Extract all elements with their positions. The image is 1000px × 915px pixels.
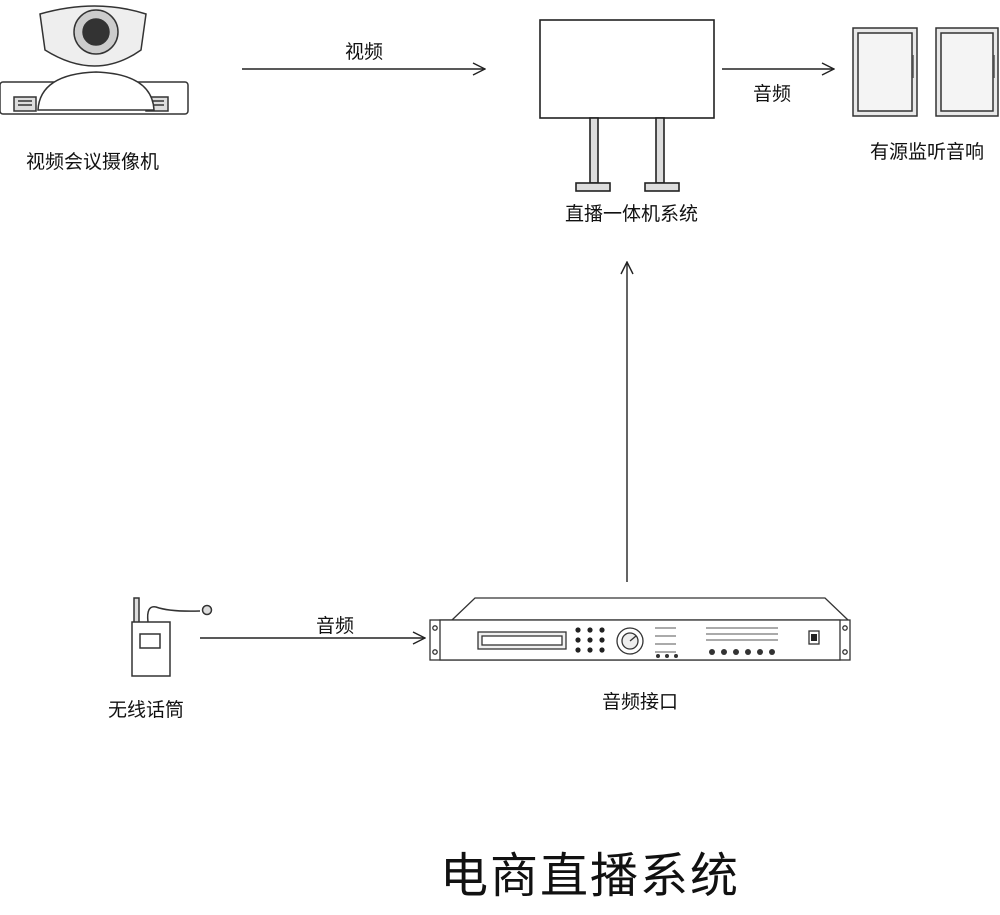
display-to-speakers-label: 音频	[753, 83, 792, 105]
microphone-label: 无线话筒	[108, 699, 185, 721]
camera-label: 视频会议摄像机	[26, 151, 160, 173]
diagram-title: 电商直播系统	[440, 848, 741, 904]
speaker-pair-icon	[852, 27, 999, 117]
ptz-camera-icon	[0, 5, 189, 115]
speakers-label: 有源监听音响	[870, 141, 985, 163]
mic-to-interface-label: 音频	[316, 615, 355, 637]
camera-to-display-label: 视频	[345, 41, 384, 63]
wireless-mic-icon	[131, 597, 213, 677]
display-label: 直播一体机系统	[565, 203, 699, 225]
rack-audio-processor-icon	[429, 597, 851, 661]
display-stand-icon	[539, 19, 715, 192]
audio-interface-label: 音频接口	[602, 691, 679, 713]
